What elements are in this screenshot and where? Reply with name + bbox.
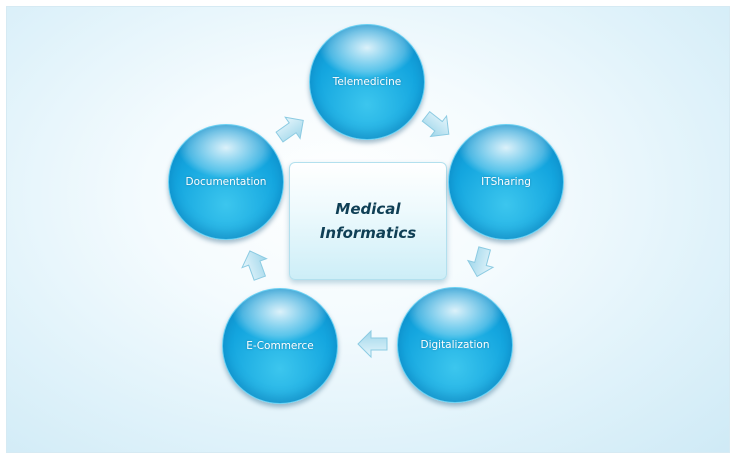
node-telemedicine-label: Telemedicine bbox=[332, 76, 402, 88]
node-e-commerce: E-Commerce bbox=[222, 288, 338, 404]
center-title: Medical Informatics bbox=[319, 200, 417, 242]
node-it-sharing-label: ITSharing bbox=[481, 176, 531, 188]
node-digitalization: Digitalization bbox=[397, 287, 513, 403]
node-digitalization-label: Digitalization bbox=[420, 339, 490, 351]
arrow-digitalization-to-ecommerce bbox=[357, 329, 388, 359]
node-documentation-label: Documentation bbox=[185, 176, 267, 188]
node-telemedicine: Telemedicine bbox=[309, 24, 425, 140]
node-documentation: Documentation bbox=[168, 124, 284, 240]
arrow-telemedicine-to-itsharing bbox=[421, 110, 450, 138]
arrow-itsharing-to-digitalization bbox=[466, 246, 495, 278]
diagram-canvas: Medical Informatics Telemedicine ITShari… bbox=[6, 6, 730, 453]
arrow-ecommerce-to-documentation bbox=[241, 250, 268, 281]
arrow-documentation-to-telemedicine bbox=[275, 116, 304, 143]
node-it-sharing: ITSharing bbox=[448, 124, 564, 240]
center-concept-box: Medical Informatics bbox=[289, 162, 447, 280]
node-e-commerce-label: E-Commerce bbox=[246, 340, 314, 352]
cycle-arrows bbox=[241, 110, 495, 359]
